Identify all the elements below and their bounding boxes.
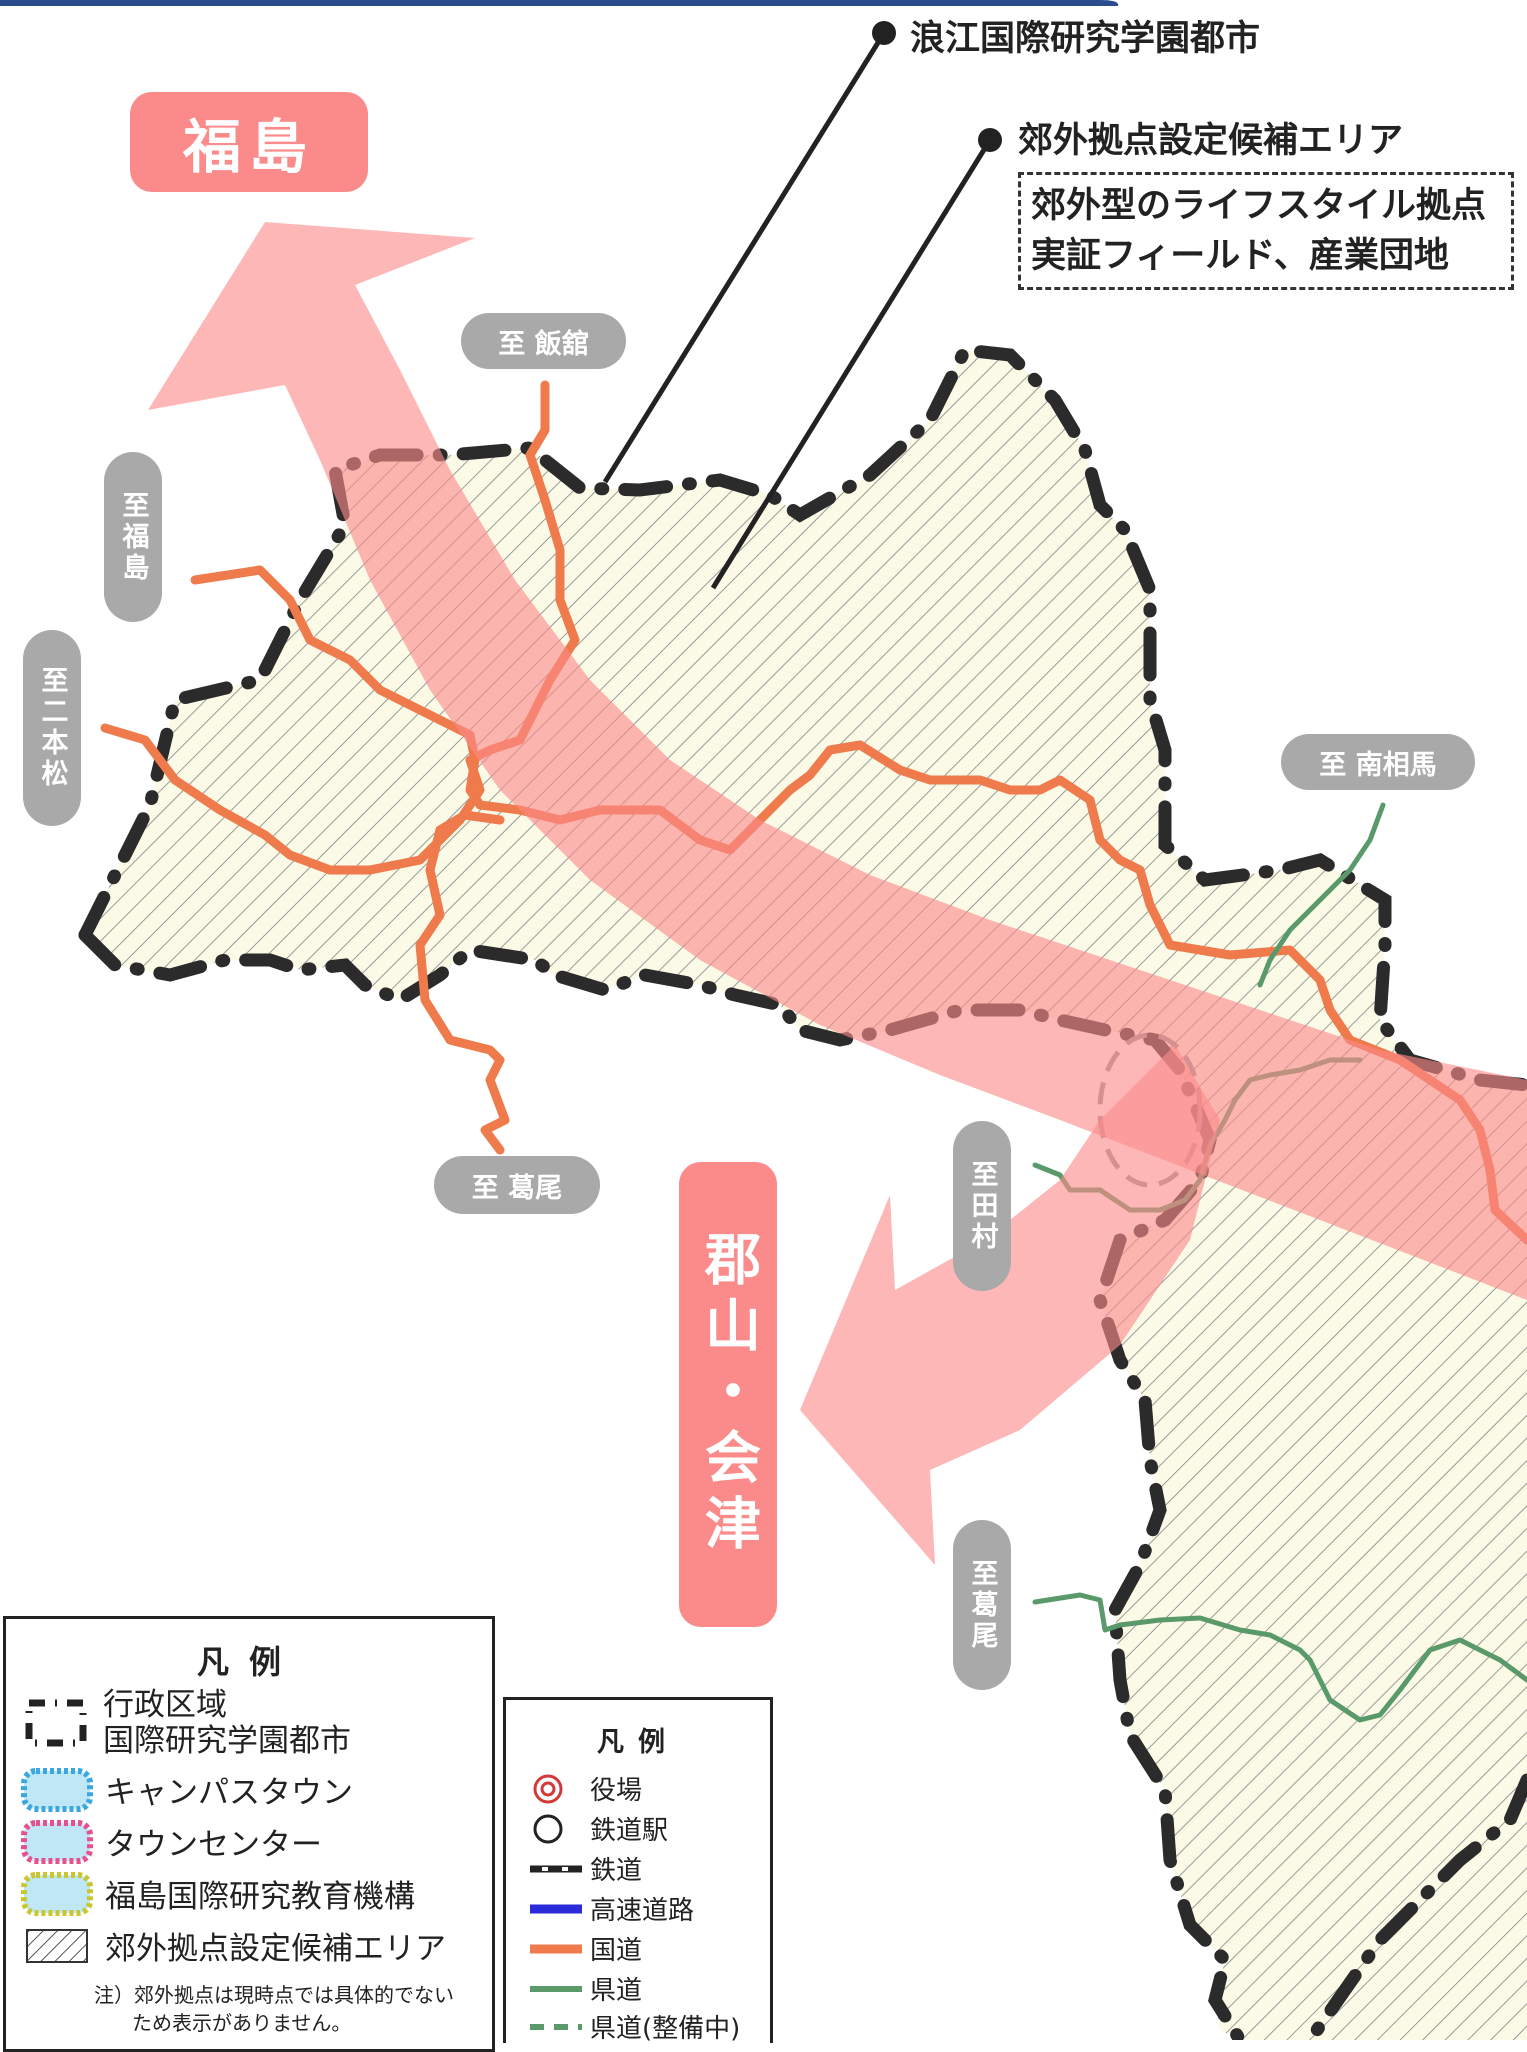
legend-note-line1: 注）郊外拠点は現時点では具体的でない bbox=[94, 1983, 454, 2007]
to-nihonmatsu-label: 至二本松 bbox=[23, 630, 81, 826]
research-institute-swatch bbox=[21, 1871, 93, 1916]
to-tamura-label: 至田村 bbox=[953, 1121, 1011, 1291]
to-katsurao-right-label: 至葛尾 bbox=[953, 1520, 1011, 1690]
legend-prefectural-label: 県道 bbox=[590, 1976, 643, 2006]
legend-row-highway: 高速道路 bbox=[528, 1890, 694, 1927]
area-callout-label: 郊外拠点設定候補エリア bbox=[1018, 121, 1404, 161]
legend-campus-label: キャンパスタウン bbox=[105, 1775, 353, 1811]
station-icon bbox=[533, 1814, 563, 1843]
to-katsurao-label: 至 葛尾 bbox=[434, 1156, 600, 1214]
to-minamisoma-label: 至 南相馬 bbox=[1281, 734, 1475, 790]
legend-sub: 凡例 役場 鉄道駅 鉄道 高速道路 国道 bbox=[503, 1697, 773, 2045]
area-description-line1: 郊外型のライフスタイル拠点 bbox=[1031, 186, 1487, 226]
legend-towncenter-label: タウンセンター bbox=[105, 1827, 322, 1863]
flow-arrow-koriyama bbox=[800, 1045, 1220, 1565]
legend-main: 凡例 行政区域 国際研究学園都市 キャンパスタウン タウンセンター 福島国際研究… bbox=[3, 1616, 495, 2052]
legend-row-campus: キャンパスタウン bbox=[21, 1767, 353, 1812]
town-hall-icon bbox=[533, 1774, 563, 1803]
legend-admin-label-2: 国際研究学園都市 bbox=[103, 1723, 351, 1759]
legend-row-townhall: 役場 bbox=[528, 1770, 642, 1807]
railway-swatch bbox=[530, 1865, 582, 1872]
flow-arrow-fukushima bbox=[148, 222, 1527, 1300]
prefectural-road-swatch bbox=[530, 1985, 582, 1992]
legend-townhall-label: 役場 bbox=[590, 1776, 643, 1806]
legend-candidate-label: 郊外拠点設定候補エリア bbox=[105, 1931, 446, 1967]
legend-fri-label: 福島国際研究教育機構 bbox=[105, 1879, 415, 1915]
legend-row-prefectural: 県道 bbox=[528, 1970, 642, 2007]
legend-row-towncenter: タウンセンター bbox=[21, 1819, 322, 1864]
legend-note: 注）郊外拠点は現時点では具体的でない ため表示がありません。 bbox=[94, 1981, 454, 2037]
legend-prefectural-wip-label: 県道(整備中) bbox=[590, 2014, 741, 2044]
area-description-line2: 実証フィールド、産業団地 bbox=[1031, 236, 1449, 276]
top-edge-line bbox=[0, 0, 1119, 6]
admin-boundary-right bbox=[1303, 1773, 1527, 2040]
national-road-swatch bbox=[530, 1944, 582, 1953]
koriyama-aizu-destination: 郡山・会津 bbox=[679, 1162, 777, 1627]
legend-railway-label: 鉄道 bbox=[590, 1856, 643, 1886]
legend-sub-title: 凡例 bbox=[597, 1727, 679, 1758]
town-center-swatch bbox=[21, 1819, 93, 1864]
legend-national-label: 国道 bbox=[590, 1936, 643, 1966]
legend-note-line2: ため表示がありません。 bbox=[132, 2011, 352, 2035]
highway-swatch bbox=[530, 1904, 582, 1913]
campus-town-swatch bbox=[21, 1767, 93, 1812]
to-fukushima-label: 至福島 bbox=[104, 452, 162, 622]
prefectural-road-wip-swatch bbox=[530, 2023, 582, 2030]
legend-highway-label: 高速道路 bbox=[590, 1896, 695, 1926]
legend-station-label: 鉄道駅 bbox=[590, 1816, 669, 1846]
legend-admin-label-1: 行政区域 bbox=[103, 1687, 227, 1723]
legend-row-admin: 行政区域 国際研究学園都市 bbox=[21, 1687, 351, 1759]
legend-row-national: 国道 bbox=[528, 1930, 642, 1967]
legend-row-station: 鉄道駅 bbox=[528, 1810, 668, 1847]
fukushima-destination: 福島 bbox=[130, 92, 368, 192]
legend-main-title: 凡例 bbox=[196, 1643, 301, 1681]
to-iitate-label: 至 飯舘 bbox=[461, 313, 626, 369]
candidate-area-swatch bbox=[26, 1928, 88, 1963]
city-callout-label: 浪江国際研究学園都市 bbox=[910, 19, 1261, 59]
area-description-box: 郊外型のライフスタイル拠点 実証フィールド、産業団地 bbox=[1018, 172, 1514, 290]
legend-row-prefectural-wip: 県道(整備中) bbox=[528, 2008, 740, 2045]
legend-row-fri: 福島国際研究教育機構 bbox=[21, 1871, 415, 1916]
legend-row-candidate: 郊外拠点設定候補エリア bbox=[21, 1923, 446, 1968]
legend-row-railway: 鉄道 bbox=[528, 1850, 642, 1887]
admin-boundary-swatch bbox=[25, 1699, 87, 1747]
